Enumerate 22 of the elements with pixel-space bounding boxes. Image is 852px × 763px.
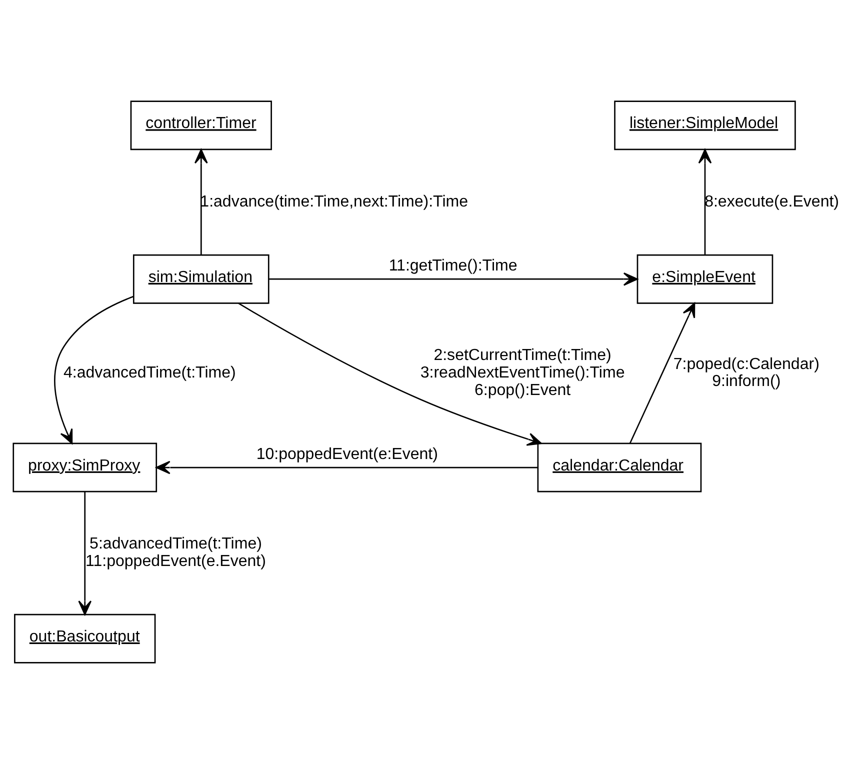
arrow [238,302,542,446]
node-box: e:SimpleEvent [636,254,774,304]
arrow [156,460,538,474]
node-box: sim:Simulation [132,254,270,304]
edge-label: 2:setCurrentTime(t:Time) 3:readNextEventTime():Time 6:pop():Event [420,346,625,398]
arrow [54,295,134,444]
node-box: proxy:SimProxy [12,442,158,492]
arrow [269,272,638,286]
edge-label: 4:advancedTime(t:Time) [64,362,236,381]
arrow [194,148,208,254]
node-box: listener:SimpleModel [614,100,796,150]
arrow [698,148,712,254]
edge-label: 5:advancedTime(t:Time) 11:poppedEvent(e.Event) [86,534,266,570]
arrow [629,302,696,444]
edge-label: 7:poped(c:Calendar) 9:inform() [673,354,820,390]
node-box: calendar:Calendar [537,442,702,492]
arrow [78,491,92,615]
node-box: out:Basicoutput [14,613,156,663]
edge-label: 8:execute(e.Event) [704,192,840,210]
edge-label: 10:poppedEvent(e:Event) [256,444,438,462]
edge-label: 11:getTime():Time [388,256,518,274]
node-box: controller:Timer [130,100,272,150]
